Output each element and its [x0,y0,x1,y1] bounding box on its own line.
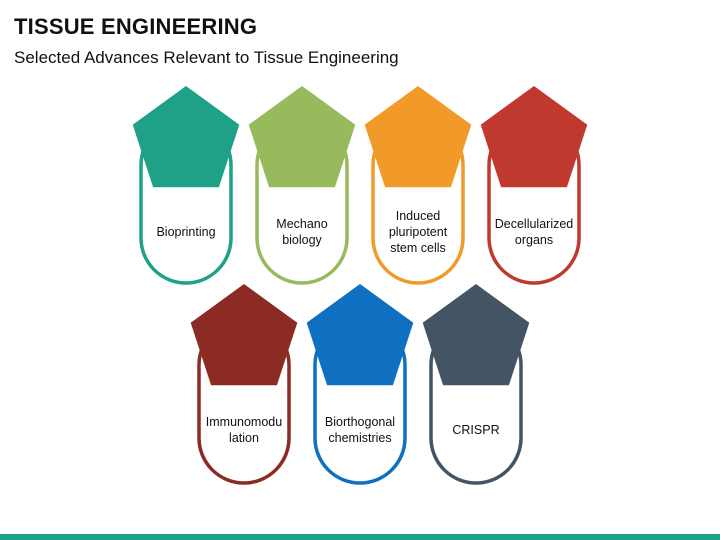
pentagon-badge [190,284,298,386]
capsule-label: Immunomodu [206,415,282,429]
advance-item: Biorthogonal chemistries [306,284,414,485]
pentagon-badge [306,284,414,386]
capsule-label: organs [515,233,553,247]
slide-title: TISSUE ENGINEERING [14,14,258,39]
capsule-label: stem cells [390,241,446,255]
advance-item: Decellularized organs [480,86,588,285]
capsule-label: biology [282,233,322,247]
capsule-label: Mechano [276,217,327,231]
capsule-label: Decellularized [495,217,574,231]
advance-item: Mechano biology [248,86,356,285]
pentagon-badge [480,86,588,188]
capsule-label: Biorthogonal [325,415,395,429]
advance-item: Induced pluripotent stem cells [364,86,472,285]
pentagon-badge [132,86,240,188]
pentagon-badge [248,86,356,188]
capsule-label: CRISPR [452,423,499,437]
capsule-label: Bioprinting [156,225,215,239]
slide-subtitle: Selected Advances Relevant to Tissue Eng… [14,48,399,67]
capsule-label: chemistries [328,431,391,445]
capsule-label: Induced [396,209,441,223]
capsule-label: lation [229,431,259,445]
advance-item: Bioprinting [132,86,240,285]
pentagon-badge [422,284,530,386]
pentagon-badge [364,86,472,188]
footer-accent-bar [0,534,720,540]
capsule-label: pluripotent [389,225,448,239]
advance-item: CRISPR [422,284,530,485]
advance-item: Immunomodu lation [190,284,298,485]
